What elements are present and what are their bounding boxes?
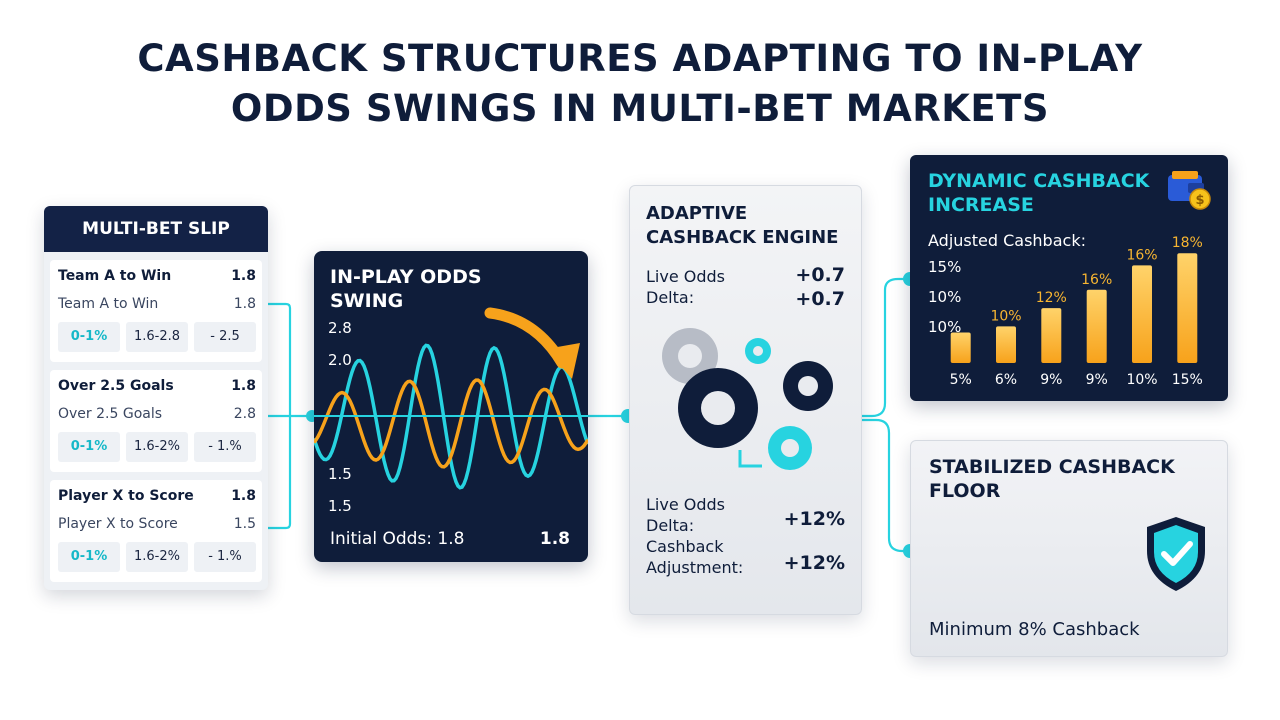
gear-icon <box>662 328 718 384</box>
page-title: CASHBACK STRUCTURES ADAPTING TO IN-PLAY … <box>0 34 1280 134</box>
bar-data-label: 18% <box>1172 235 1203 251</box>
adjusted-cashback-label: Adjusted Cashback: <box>928 231 1086 250</box>
selection-odds: 1.8 <box>231 488 256 504</box>
cashback-bar <box>996 326 1016 363</box>
category-tick-label: 5% <box>950 372 972 388</box>
cashback-bar <box>1041 308 1062 363</box>
dynamic-cashback-title: DYNAMIC CASHBACK INCREASE <box>928 170 1150 216</box>
cashback-range-chip[interactable]: 0-1% <box>58 542 120 572</box>
cashback-range-chip[interactable]: 0-1% <box>58 322 120 352</box>
teal-odds-wave <box>314 343 588 490</box>
svg-text:$: $ <box>1195 193 1204 208</box>
selection-sub-name: Player X to Score <box>58 516 178 532</box>
odds-tick: 2.8 <box>328 319 352 337</box>
cashback-bar <box>950 332 971 363</box>
odds-swing-panel: IN-PLAY ODDS SWING 2.8 2.0 1.5 1.5 Initi… <box>314 251 588 562</box>
coin-icon: $ <box>1189 188 1211 210</box>
wallet-icon: $ <box>1168 171 1211 210</box>
slip-item[interactable]: Player X to Score 1.8 Player X to Score … <box>50 480 262 582</box>
selection-odds: 1.8 <box>231 378 256 394</box>
slip-header: MULTI-BET SLIP <box>44 206 268 252</box>
odds-tick: 1.5 <box>328 465 352 483</box>
page-title-line-2: ODDS SWINGS IN MULTI-BET MARKETS <box>230 87 1050 130</box>
minimum-cashback-label: Minimum 8% Cashback <box>929 619 1140 640</box>
cashback-adjustment-value: +12% <box>783 552 845 574</box>
selection-sub-odds: 1.8 <box>233 296 256 312</box>
live-odds-delta-percent: +12% <box>783 508 845 530</box>
stabilized-floor-panel: STABILIZED CASHBACK FLOOR Minimum 8% Cas… <box>910 440 1228 657</box>
selection-sub-odds: 2.8 <box>233 406 256 422</box>
cashback-bar <box>1177 253 1198 363</box>
gear-icon <box>745 338 771 364</box>
engine-title: ADAPTIVE CASHBACK ENGINE <box>646 203 839 248</box>
odds-range-chip[interactable]: 1.6-2% <box>126 432 188 462</box>
odds-range-chip[interactable]: 1.6-2.8 <box>126 322 188 352</box>
live-odds-delta-label-bottom: Live Odds Delta: <box>646 495 725 535</box>
cashback-engine-panel: ADAPTIVE CASHBACK ENGINE Live Odds Delta… <box>629 185 862 615</box>
initial-odds-value: 1.8 <box>539 529 570 549</box>
selection-sub-name: Team A to Win <box>58 296 159 312</box>
bar-data-label: 16% <box>1126 247 1157 263</box>
odds-range-chip[interactable]: 1.6-2% <box>126 542 188 572</box>
category-tick-label: 6% <box>995 372 1017 388</box>
swing-title: IN-PLAY ODDS SWING <box>330 266 482 312</box>
cashback-bar-chart: 5% 10% 6% 12% 9% 16% 9% 16% 10% 18% 15% <box>950 235 1203 388</box>
gear-icon <box>678 368 758 448</box>
gear-icon <box>768 426 812 470</box>
delta-chip[interactable]: - 2.5 <box>194 322 256 352</box>
arrow-icon <box>484 307 580 379</box>
cashback-adjustment-label: Cashback Adjustment: <box>646 537 744 577</box>
category-tick-label: 10% <box>1126 372 1157 388</box>
dynamic-cashback-panel: 5% 10% 6% 12% 9% 16% 9% 16% 10% 18% 15% DYNAMIC CA… <box>910 155 1228 401</box>
delta-chip[interactable]: - 1.% <box>194 542 256 572</box>
stabilized-title: STABILIZED CASHBACK FLOOR <box>929 456 1175 502</box>
selection-name: Team A to Win <box>58 268 172 284</box>
category-tick-label: 15% <box>1172 372 1203 388</box>
y-tick: 10% <box>928 318 962 336</box>
cashback-bar <box>1132 265 1152 363</box>
gears-illustration <box>662 328 833 470</box>
initial-odds-label: Initial Odds: 1.8 <box>330 529 465 549</box>
selection-name: Over 2.5 Goals <box>58 378 174 394</box>
cashback-bar <box>1086 289 1107 363</box>
odds-tick: 2.0 <box>328 351 352 369</box>
selection-odds: 1.8 <box>231 268 256 284</box>
page-title-line-1: CASHBACK STRUCTURES ADAPTING TO IN-PLAY <box>137 37 1143 80</box>
orange-odds-wave <box>314 378 588 469</box>
y-tick: 10% <box>928 288 962 306</box>
live-odds-delta-value: +0.7 <box>795 264 845 286</box>
bar-data-label: 16% <box>1081 272 1112 288</box>
y-tick: 15% <box>928 258 962 276</box>
live-odds-delta-label: Live Odds Delta: <box>646 267 725 307</box>
category-tick-label: 9% <box>1040 372 1062 388</box>
selection-sub-name: Over 2.5 Goals <box>58 406 163 422</box>
cashback-range-chip[interactable]: 0-1% <box>58 432 120 462</box>
selection-name: Player X to Score <box>58 488 194 504</box>
category-tick-label: 9% <box>1086 372 1108 388</box>
odds-wave-chart <box>314 307 588 490</box>
gear-icon <box>783 361 833 411</box>
bar-data-label: 12% <box>1036 290 1067 306</box>
bar-data-label: 10% <box>990 308 1021 324</box>
selection-sub-odds: 1.5 <box>233 516 256 532</box>
odds-tick: 1.5 <box>328 497 352 515</box>
live-odds-delta-value-2: +0.7 <box>795 288 845 310</box>
multi-bet-slip: MULTI-BET SLIP Team A to Win 1.8 Team A … <box>44 206 268 590</box>
slip-item[interactable]: Over 2.5 Goals 1.8 Over 2.5 Goals 2.8 0-… <box>50 370 262 472</box>
slip-item[interactable]: Team A to Win 1.8 Team A to Win 1.8 0-1%… <box>50 260 262 362</box>
delta-chip[interactable]: - 1.% <box>194 432 256 462</box>
shield-check-icon <box>1147 517 1205 591</box>
